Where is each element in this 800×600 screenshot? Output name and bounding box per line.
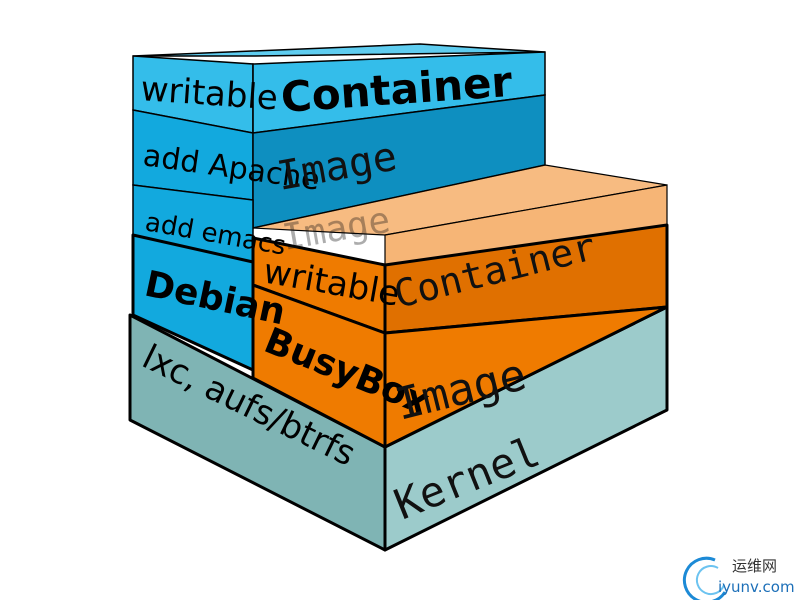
left-stack <box>131 43 546 372</box>
watermark-logo-icon <box>682 556 727 600</box>
right-stack <box>251 164 669 449</box>
watermark-domain: iyunv.com <box>718 578 795 596</box>
label-left-writable: writable <box>139 69 279 118</box>
watermark: 运维网 iyunv.com <box>682 556 795 600</box>
watermark-chinese: 运维网 <box>732 557 777 575</box>
